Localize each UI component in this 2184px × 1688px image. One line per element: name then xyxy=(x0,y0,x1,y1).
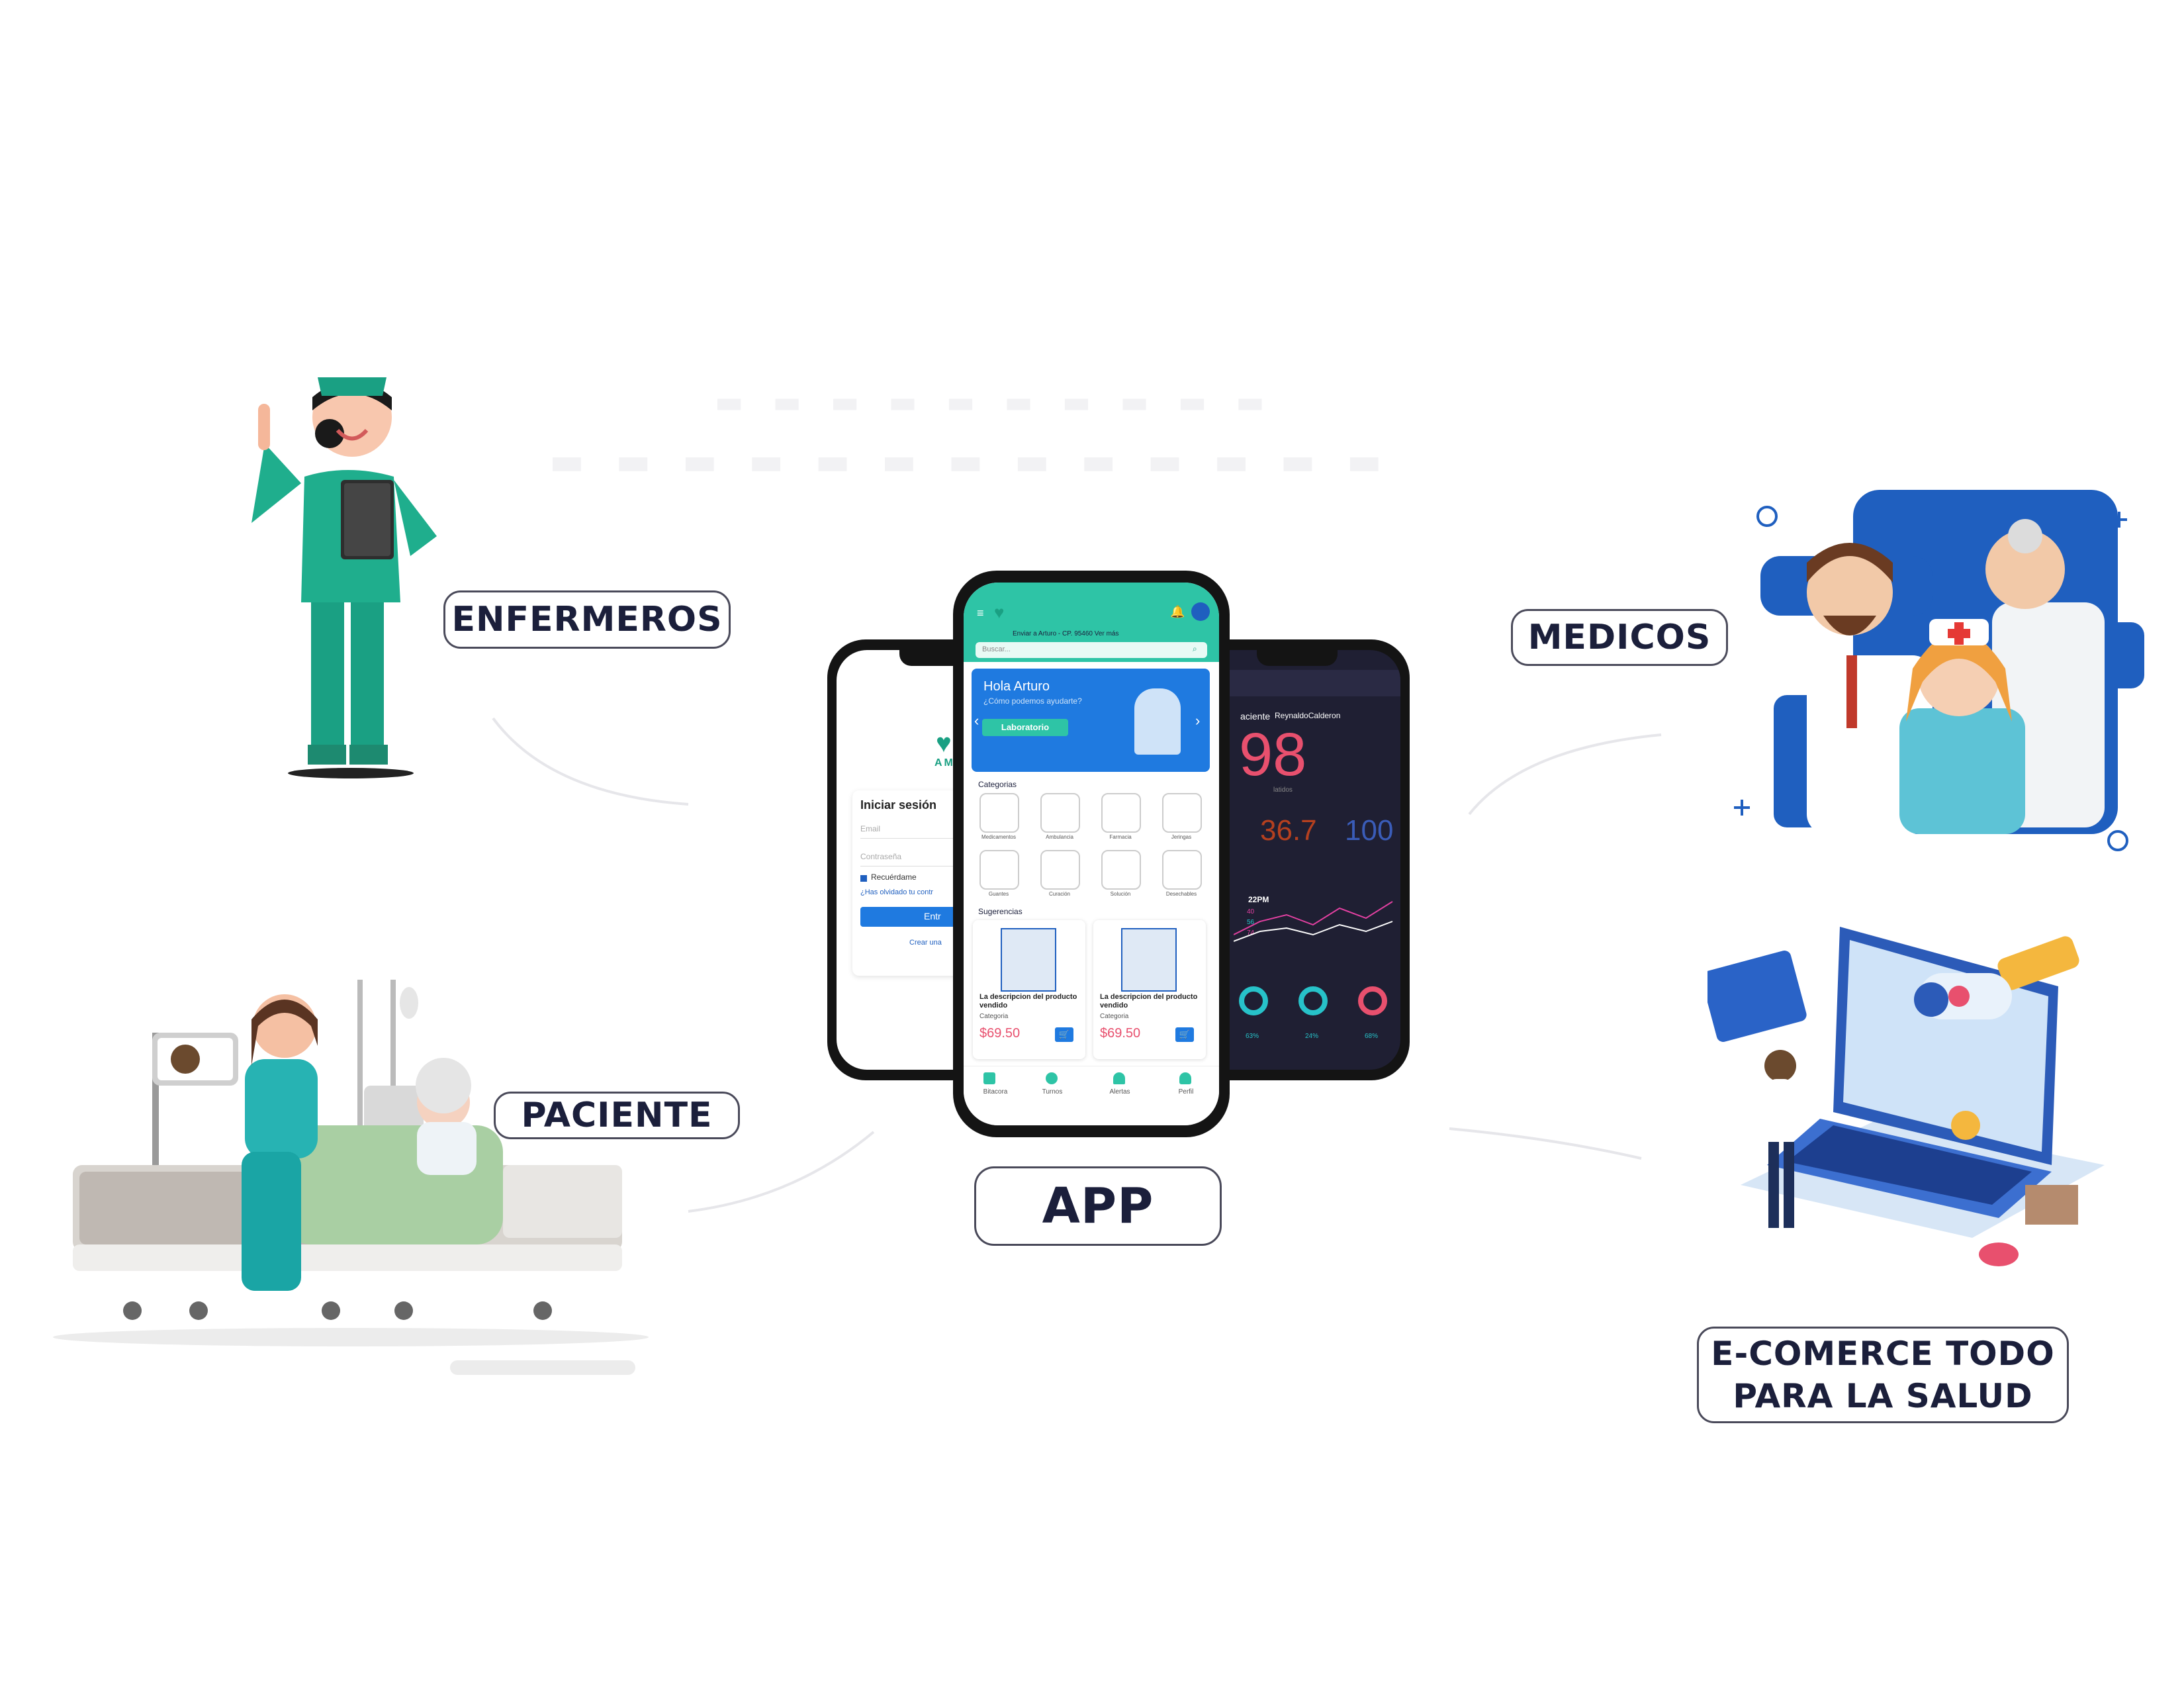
banner-greeting: Hola Arturo xyxy=(983,679,1050,694)
ring-label-3: 68% xyxy=(1365,1033,1379,1040)
spo2-value: 100 xyxy=(1345,814,1394,847)
arrow-paciente-app xyxy=(688,1131,875,1213)
search-placeholder: Buscar... xyxy=(982,645,1011,653)
banner-next-icon[interactable]: › xyxy=(1195,712,1201,729)
vitals-rings xyxy=(1239,986,1387,1015)
ecommerce-label-line-1: E-COMERCE TODO xyxy=(1711,1335,2055,1373)
ecommerce-illustration xyxy=(1707,927,2105,1266)
patient-bed-illustration xyxy=(53,980,649,1375)
banner-button[interactable]: Laboratorio xyxy=(982,719,1068,736)
background-watermark-line-1: ▬ ▬ ▬ ▬ ▬ ▬ ▬ ▬ ▬ ▬ xyxy=(715,384,1274,420)
arrow-ecommerce-app xyxy=(1449,1127,1642,1160)
product-image xyxy=(1001,928,1056,992)
arrow-medicos-app xyxy=(1468,733,1662,816)
ecommerce-label: E-COMERCE TODO PARA LA SALUD xyxy=(1697,1327,2069,1423)
add-to-cart-button[interactable]: 🛒 xyxy=(1175,1027,1194,1042)
nav-perfil-icon[interactable] xyxy=(1179,1072,1191,1084)
add-to-cart-button[interactable]: 🛒 xyxy=(1055,1027,1073,1042)
suggestions-title: Sugerencias xyxy=(978,907,1023,916)
product-price: $69.50 xyxy=(1100,1026,1141,1041)
nav-bitacora-icon[interactable] xyxy=(983,1072,995,1084)
nav-alertas-icon[interactable] xyxy=(1113,1072,1125,1084)
category-label: Jeringas xyxy=(1171,834,1192,840)
nav-turnos-icon[interactable] xyxy=(1046,1072,1058,1084)
arrow-enfermeros-app xyxy=(492,717,689,806)
ring-label-1: 63% xyxy=(1246,1033,1259,1040)
banner-prev-icon[interactable]: ‹ xyxy=(974,712,979,729)
phone-left-brand-icon: ♥ xyxy=(936,729,952,758)
banner-question: ¿Cómo podemos ayudarte? xyxy=(983,696,1082,706)
app-logo-icon: ♥ xyxy=(994,602,1005,622)
nav-label[interactable]: Perfil xyxy=(1178,1088,1194,1096)
create-account-link[interactable]: Crear una xyxy=(909,939,942,947)
vitals-line-chart xyxy=(1234,901,1393,942)
remember-checkbox[interactable] xyxy=(860,875,867,882)
category-label: Solución xyxy=(1110,891,1131,897)
categories-title: Categorias xyxy=(978,780,1017,789)
phone-center: ≡ ♥ 🔔 Enviar a Arturo - CP. 95460 Ver má… xyxy=(953,571,1230,1137)
phone-center-screen: ≡ ♥ 🔔 Enviar a Arturo - CP. 95460 Ver má… xyxy=(964,583,1219,1125)
category-label: Farmacia xyxy=(1109,834,1132,840)
time-label: 22PM xyxy=(1248,895,1269,904)
nav-label[interactable]: Bitacora xyxy=(983,1088,1008,1096)
category-label: Desechables xyxy=(1165,891,1197,897)
forgot-link[interactable]: ¿Has olvidado tu contr xyxy=(860,888,934,896)
bottom-nav xyxy=(964,1066,1219,1125)
category-label: Ambulancia xyxy=(1046,834,1073,840)
remember-label: Recuérdame xyxy=(871,872,917,882)
product-category: Categoria xyxy=(979,1013,1009,1020)
legend-item-2: 56 xyxy=(1247,919,1255,926)
email-field[interactable]: Email xyxy=(860,820,1039,839)
product-name: La descripcion del producto vendido xyxy=(1100,993,1198,1009)
menu-icon[interactable]: ≡ xyxy=(977,606,984,620)
category-guantes-icon[interactable] xyxy=(979,850,1019,890)
search-input[interactable] xyxy=(976,642,1207,658)
category-jeringas-icon[interactable] xyxy=(1162,793,1202,833)
category-label: Guantes xyxy=(988,891,1009,897)
temperature-value: 36.7 xyxy=(1260,814,1317,847)
category-curacion-icon[interactable] xyxy=(1040,850,1080,890)
legend-item-3: 74 xyxy=(1247,929,1255,937)
enter-button-label: Entr xyxy=(924,911,941,921)
category-medicamentos-icon[interactable] xyxy=(979,793,1019,833)
category-label: Medicamentos xyxy=(981,834,1017,840)
heart-rate-value: 98 xyxy=(1239,721,1307,788)
category-ambulancia-icon[interactable] xyxy=(1040,793,1080,833)
product-category: Categoria xyxy=(1100,1013,1129,1020)
background-watermark-line-2: ▬ ▬ ▬ ▬ ▬ ▬ ▬ ▬ ▬ ▬ ▬ ▬ ▬ xyxy=(549,440,1391,483)
app-label: APP xyxy=(974,1166,1222,1246)
nav-label[interactable]: Alertas xyxy=(1109,1088,1130,1096)
category-desechables-icon[interactable] xyxy=(1162,850,1202,890)
banner-doctor-icon xyxy=(1134,688,1181,755)
login-title: Iniciar sesión xyxy=(860,798,937,812)
ecommerce-label-line-2: PARA LA SALUD xyxy=(1733,1377,2033,1415)
patient-label: aciente xyxy=(1240,711,1271,722)
nav-label[interactable]: Turnos xyxy=(1042,1088,1063,1096)
search-icon[interactable]: ⌕ xyxy=(1193,644,1197,653)
legend-item-1: 40 xyxy=(1247,908,1255,915)
category-solucion-icon[interactable] xyxy=(1101,850,1141,890)
bell-icon[interactable]: 🔔 xyxy=(1170,605,1185,618)
heart-rate-caption: latidos xyxy=(1273,786,1293,794)
product-name: La descripcion del producto vendido xyxy=(979,993,1077,1009)
nurse-illustration xyxy=(251,377,437,778)
product-image xyxy=(1121,928,1177,992)
category-label: Curación xyxy=(1048,891,1070,897)
product-price: $69.50 xyxy=(979,1026,1021,1041)
phone-right-notch xyxy=(1257,650,1338,666)
paciente-label: PACIENTE xyxy=(494,1092,740,1139)
patient-name: ReynaldoCalderon xyxy=(1275,711,1341,720)
profile-avatar[interactable] xyxy=(1191,602,1210,621)
location-text[interactable]: Enviar a Arturo - CP. 95460 Ver más xyxy=(1013,630,1119,637)
ring-label-2: 24% xyxy=(1305,1033,1319,1040)
doctors-illustration xyxy=(1734,490,2144,851)
medicos-label: MEDICOS xyxy=(1511,609,1728,666)
category-farmacia-icon[interactable] xyxy=(1101,793,1141,833)
password-field[interactable]: Contraseña xyxy=(860,847,1039,867)
enfermeros-label: ENFERMEROS xyxy=(443,590,731,649)
